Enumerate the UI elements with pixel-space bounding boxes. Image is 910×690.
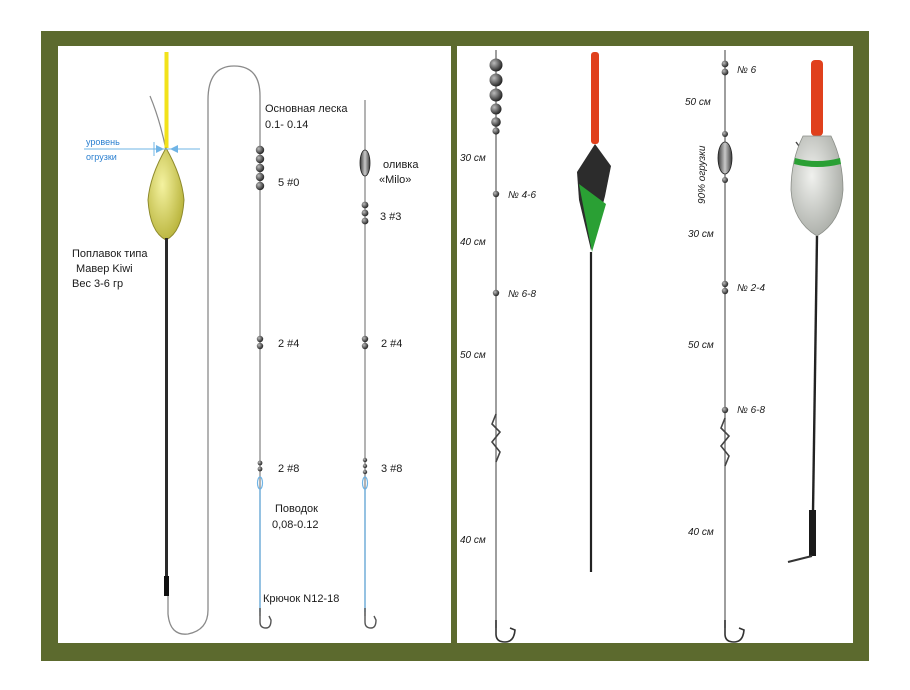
load-note-label: 90% огрузки [697, 145, 708, 204]
distance-label: 40 см [688, 527, 714, 538]
load-level-arrow-right [170, 145, 178, 153]
shot-weight [721, 60, 729, 68]
shot-weight [255, 145, 265, 155]
float-stem-end [787, 555, 813, 563]
hook [495, 620, 516, 643]
shot-weight [491, 117, 501, 127]
shot-weight [362, 457, 368, 463]
shot-weight [722, 131, 728, 137]
shot-weight [255, 181, 265, 191]
shot-group-label: 2 #4 [381, 338, 402, 350]
distance-label: 30 см [460, 153, 486, 164]
shot-weight [489, 58, 503, 72]
float-body [790, 135, 844, 237]
shot-weight [721, 287, 729, 295]
distance-label: 50 см [685, 97, 711, 108]
shot-weight [361, 209, 369, 217]
shot-weight [492, 289, 500, 297]
shot-weight [362, 463, 368, 469]
float-antenna [164, 52, 169, 148]
float-body [147, 146, 185, 241]
shot-size-label: № 6-8 [508, 289, 537, 300]
shot-weight [721, 280, 729, 288]
shot-weight [361, 201, 369, 209]
olive-name: «Milo» [379, 174, 411, 186]
float-weight-label: Вес 3-6 гр [72, 278, 123, 290]
shot-weight [256, 335, 264, 343]
shot-size-label: № 6 [737, 65, 757, 76]
float-stem-tip [164, 576, 169, 596]
shot-weight [489, 73, 503, 87]
float-antenna [811, 60, 823, 136]
shot-weight [492, 127, 500, 135]
distance-label: 50 см [688, 340, 714, 351]
hook [364, 608, 377, 629]
olive-weight [717, 141, 733, 175]
shot-weight [255, 172, 265, 182]
shot-weight [361, 335, 369, 343]
shot-weight [721, 68, 729, 76]
shot-weight [722, 177, 728, 183]
float-body-green [579, 184, 606, 252]
shot-weight [257, 466, 263, 472]
float-antenna [591, 52, 599, 144]
shot-group-label: 2 #8 [278, 463, 299, 475]
olive-label: оливка [383, 159, 419, 171]
swivel [719, 417, 731, 467]
shot-weight [490, 103, 502, 115]
shot-group-label: 3 #8 [381, 463, 402, 475]
shot-weight [256, 342, 264, 350]
shot-group-label: 2 #4 [278, 338, 299, 350]
shot-weight [255, 163, 265, 173]
shot-weight [721, 406, 729, 414]
hook [724, 620, 745, 643]
main-line-value: 0.1- 0.14 [265, 119, 308, 131]
hook-label: Крючок N12-18 [263, 593, 339, 605]
distance-label: 30 см [688, 229, 714, 240]
shot-weight [489, 88, 503, 102]
distance-label: 40 см [460, 535, 486, 546]
left-panel [58, 46, 451, 643]
shot-weight [361, 217, 369, 225]
float-model-label: Мавер Kiwi [76, 263, 133, 275]
shot-group-label: 5 #0 [278, 177, 299, 189]
load-level-arrow-left [156, 145, 164, 153]
swivel [490, 413, 502, 463]
main-line-loop [167, 65, 261, 635]
shot-size-label: № 6-8 [737, 405, 766, 416]
shot-size-label: № 4-6 [508, 190, 537, 201]
float-name-label: Поплавок типа [72, 248, 148, 260]
right-panel [457, 46, 853, 643]
float-band-green [794, 158, 841, 167]
shot-weight [257, 460, 263, 466]
load-level-label-2: огрузки [86, 152, 117, 162]
main-line-label: Основная леска [265, 103, 348, 115]
hook [259, 608, 272, 629]
leader-value: 0,08-0.12 [272, 519, 318, 531]
shot-weight [361, 342, 369, 350]
shot-group-label: 3 #3 [380, 211, 401, 223]
line-to-float [149, 95, 167, 151]
shot-weight [492, 190, 500, 198]
distance-label: 40 см [460, 237, 486, 248]
float-stem-tip [809, 510, 816, 556]
load-level-label-1: уровень [86, 137, 120, 147]
distance-label: 50 см [460, 350, 486, 361]
shot-weight [362, 469, 368, 475]
shot-size-label: № 2-4 [737, 283, 766, 294]
float-stem [811, 235, 819, 513]
float-stem [165, 238, 168, 596]
leader-label: Поводок [275, 503, 318, 515]
olive-weight [359, 149, 371, 177]
shot-weight [255, 154, 265, 164]
